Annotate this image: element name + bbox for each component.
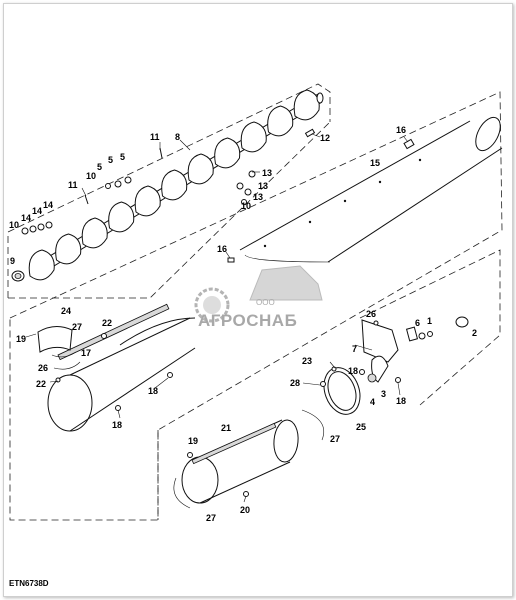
- callout-27a: 27: [72, 322, 82, 332]
- auger-flight: [293, 89, 320, 121]
- callout-labels: 1 2 3 4 5 5 5 6 7 8 9 10 10 10 11 11 12 …: [9, 125, 477, 523]
- callout-28: 28: [290, 378, 300, 388]
- callout-8: 8: [175, 132, 180, 142]
- callout-11a: 11: [150, 132, 160, 142]
- callout-9: 9: [10, 256, 15, 266]
- callout-18b: 18: [112, 420, 122, 430]
- auger-flight: [240, 121, 267, 153]
- auger-flight: [134, 185, 161, 217]
- callout-19b: 19: [188, 436, 198, 446]
- callout-21: 21: [221, 423, 231, 433]
- callout-18c: 18: [348, 366, 358, 376]
- watermark: ООО АГРОСНАБ: [194, 265, 323, 330]
- auger-flight: [108, 201, 135, 233]
- watermark-small-text: ООО: [256, 298, 275, 307]
- callout-10b: 10: [9, 220, 19, 230]
- callout-5c: 5: [120, 152, 125, 162]
- callout-17: 17: [81, 348, 91, 358]
- callout-10c: 10: [241, 201, 251, 211]
- figure-code: ETN6738D: [9, 579, 49, 588]
- callout-5a: 5: [97, 162, 102, 172]
- auger-8: [11, 89, 324, 282]
- tube-15: [239, 116, 503, 263]
- callout-15: 15: [370, 158, 380, 168]
- callout-26b: 26: [38, 363, 48, 373]
- left-housing: [37, 303, 196, 432]
- callout-24: 24: [61, 306, 71, 316]
- callout-6: 6: [415, 318, 420, 328]
- watermark-main-text: АГРОСНАБ: [198, 311, 297, 330]
- callout-20: 20: [240, 505, 250, 515]
- auger-flight: [55, 233, 82, 265]
- auger-flight: [28, 249, 55, 281]
- callout-4: 4: [370, 397, 375, 407]
- callout-11b: 11: [68, 180, 78, 190]
- callout-5b: 5: [108, 155, 113, 165]
- callout-16a: 16: [396, 125, 406, 135]
- dashed-assembly-outlines: [7, 83, 503, 521]
- callout-14c: 14: [43, 200, 53, 210]
- auger-flight: [187, 153, 214, 185]
- callout-19a: 19: [16, 334, 26, 344]
- callout-25: 25: [356, 422, 366, 432]
- callout-14b: 14: [32, 206, 42, 216]
- callout-3: 3: [381, 389, 386, 399]
- auger-flight: [81, 217, 108, 249]
- callout-13a: 13: [262, 168, 272, 178]
- callout-12: 12: [320, 133, 330, 143]
- auger-flight: [161, 169, 188, 201]
- callout-27c: 27: [206, 513, 216, 523]
- callout-14a: 14: [21, 213, 31, 223]
- callout-16b: 16: [217, 244, 227, 254]
- auger-flight: [214, 137, 241, 169]
- callout-23: 23: [302, 356, 312, 366]
- callout-2: 2: [472, 328, 477, 338]
- callout-22b: 22: [36, 379, 46, 389]
- callout-13c: 13: [253, 192, 263, 202]
- callout-18a: 18: [148, 386, 158, 396]
- callout-26a: 26: [366, 309, 376, 319]
- auger-hardware: [21, 128, 415, 263]
- callout-27b: 27: [330, 434, 340, 444]
- callout-1: 1: [427, 316, 432, 326]
- callout-10a: 10: [86, 171, 96, 181]
- ring-and-bearing: [320, 316, 469, 415]
- auger-flight: [267, 105, 294, 137]
- callout-18d: 18: [396, 396, 406, 406]
- callout-22a: 22: [102, 318, 112, 328]
- leader-lines: [25, 133, 409, 503]
- callout-13b: 13: [258, 181, 268, 191]
- lower-tube-21: [173, 409, 325, 509]
- callout-7: 7: [352, 344, 357, 354]
